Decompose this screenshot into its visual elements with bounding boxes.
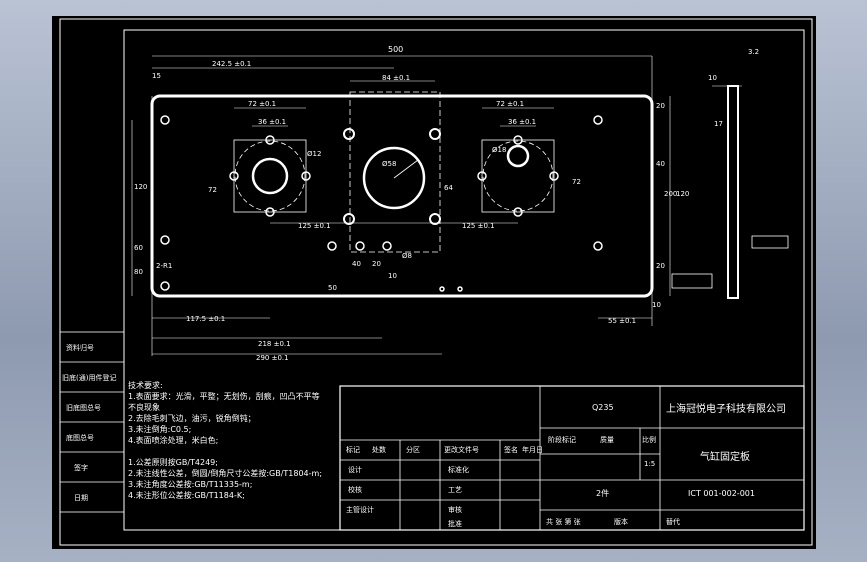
dim-right: 120 [676, 190, 689, 198]
dim-bottom: 125 ±0.1 [462, 222, 495, 230]
outer-frame [59, 18, 813, 546]
side-block-label: 日期 [74, 494, 88, 502]
footer-label: 替代 [666, 517, 680, 526]
quantity-text: 2件 [596, 488, 609, 498]
hole-label: Ø12 [307, 150, 321, 158]
right-cylinder-hole [477, 135, 559, 217]
dim-left: 120 [134, 183, 147, 191]
rev-header: 分区 [406, 445, 420, 454]
tech-line: 4.未注形位公差按:GB/T1184-K; [128, 490, 245, 500]
tech-line: 3.未注角度公差按:GB/T11335-m; [128, 479, 252, 489]
role-label: 主管设计 [346, 505, 374, 514]
side-block-label: 签字 [74, 463, 88, 472]
rev-header: 更改文件号 [444, 445, 479, 454]
tech-line: 4.表面喷涂处理，米白色; [128, 435, 218, 445]
tech-line: 3.未注倒角:C0.5; [128, 424, 191, 434]
dim-right: 72 [572, 178, 581, 186]
role-label: 工艺 [448, 486, 462, 494]
mounting-holes [160, 115, 603, 292]
tech-line: 1.公差原则按GB/T4249; [128, 457, 218, 467]
hole-label: Ø58 [382, 160, 396, 168]
role-label: 审核 [448, 505, 462, 514]
dim-right: 10 [652, 301, 661, 309]
material-text: Q235 [592, 403, 614, 412]
dim-top: 84 ±0.1 [382, 74, 410, 82]
stage-header: 质量 [600, 435, 614, 444]
dim-right: 17 [714, 120, 723, 128]
dim-top: 36 ±0.1 [508, 118, 536, 126]
role-label: 校核 [348, 485, 362, 494]
scale-header: 比例 [642, 435, 656, 444]
dim-top: 72 ±0.1 [496, 100, 524, 108]
dimension-lines [131, 55, 671, 356]
role-label: 批准 [448, 519, 462, 528]
center-bore [343, 91, 441, 253]
tech-line: 2.未注线性公差，倒圆/倒角尺寸公差按:GB/T1804-m; [128, 468, 322, 478]
dim-top: 242.5 ±0.1 [212, 60, 251, 68]
dim-left: 72 [208, 186, 217, 194]
hole-label: Ø8 [402, 252, 412, 260]
dim-left: 2-R1 [156, 262, 172, 270]
dim-top: 36 ±0.1 [258, 118, 286, 126]
side-block-label: 旧底图总号 [66, 403, 101, 412]
role-label: 设计 [348, 465, 362, 474]
stage-header: 阶段标记 [548, 435, 576, 444]
dim-left: 80 [134, 268, 143, 276]
dim-bottom: 20 [372, 260, 381, 268]
rev-header: 年月日 [522, 445, 543, 454]
side-block-label: 旧底(通)用件登记 [62, 373, 116, 382]
roughness-mark: 3.2 [748, 48, 759, 56]
dim-bottom: 117.5 ±0.1 [186, 315, 225, 323]
role-label: 标准化 [448, 465, 469, 474]
cad-drawing: 500 15 242.5 ±0.1 84 ±0.1 72 ±0.1 72 ±0.… [59, 18, 813, 546]
footer-label: 版本 [614, 517, 628, 526]
dim-right: 20 [656, 262, 665, 270]
dim-top: 72 ±0.1 [248, 100, 276, 108]
company-name: 上海冠悦电子科技有限公司 [666, 402, 786, 415]
left-cylinder-hole [229, 135, 311, 217]
dim-bottom: 290 ±0.1 [256, 354, 289, 362]
dim-bottom: 125 ±0.1 [298, 222, 331, 230]
dim-bottom: 50 [328, 284, 337, 292]
side-block-label: 底图总号 [66, 433, 94, 442]
dim-right: 40 [656, 160, 665, 168]
plate-outline [150, 94, 654, 298]
dim-bottom: 10 [388, 272, 397, 280]
dimension-texts: 500 15 242.5 ±0.1 84 ±0.1 72 ±0.1 72 ±0.… [134, 45, 759, 362]
side-blocks: 资料归号 旧底(通)用件登记 旧底图总号 底图总号 签字 日期 [59, 331, 125, 513]
drawing-canvas: 500 15 242.5 ±0.1 84 ±0.1 72 ±0.1 72 ±0.… [52, 16, 816, 549]
tech-line: 不良现象 [128, 402, 160, 412]
tech-line: 技术要求: [128, 380, 163, 390]
rev-header: 标记 [346, 445, 360, 454]
side-view [671, 85, 789, 299]
dim-overall-length: 500 [388, 45, 403, 54]
tech-line: 2.去除毛刺飞边，油污，锐角倒钝； [128, 413, 256, 423]
part-name: 气缸固定板 [700, 450, 750, 463]
title-block: Q235 上海冠悦电子科技有限公司 气缸固定板 2件 ICT 001-002-0… [339, 385, 805, 531]
tech-requirements: 技术要求: 1.表面要求：光滑，平整；无划伤，刮痕，凹凸不平等 不良现象 2.去… [128, 380, 322, 500]
side-block-label: 资料归号 [66, 343, 94, 352]
dim-bottom: 40 [352, 260, 361, 268]
dim-right: 10 [708, 74, 717, 82]
footer-label: 共 张 第 张 [546, 517, 581, 526]
dim-top: 15 [152, 72, 161, 80]
rev-header: 处数 [372, 445, 386, 454]
dim-right: 20 [656, 102, 665, 110]
scale-value: 1:5 [644, 460, 655, 468]
hole-label: Ø18 [492, 146, 506, 154]
dim-bottom: 218 ±0.1 [258, 340, 291, 348]
dim-bottom: 64 [444, 184, 453, 192]
dim-right: 200 [664, 190, 677, 198]
drawing-number: ICT 001-002-001 [688, 489, 755, 498]
rev-header: 签名 [504, 445, 518, 454]
dim-bottom: 60 [134, 244, 143, 252]
dim-bottom: 55 ±0.1 [608, 317, 636, 325]
tech-line: 1.表面要求：光滑，平整；无划伤，刮痕，凹凸不平等 [128, 391, 320, 401]
